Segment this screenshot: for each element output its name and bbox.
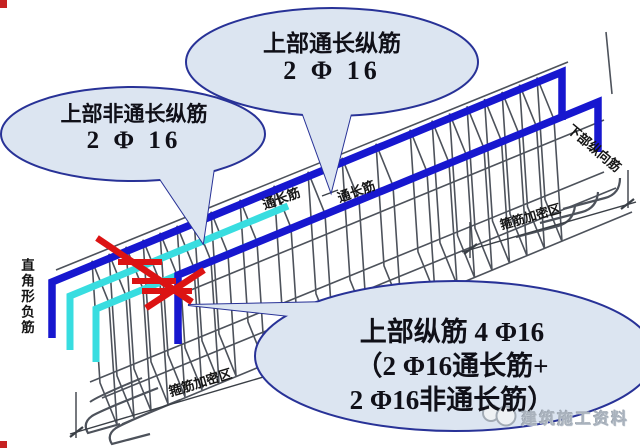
- dim-tick-right-a: [463, 243, 478, 255]
- cutoff-mark: [95, 235, 206, 311]
- dim-tick-right-b: [620, 198, 635, 210]
- stirrup: [518, 84, 546, 250]
- stirrup: [159, 232, 186, 398]
- bottom-hook-left-2: [108, 398, 181, 446]
- bottom-callout-bubble: [254, 280, 640, 432]
- non-through-bar-back: [66, 202, 290, 350]
- bottom-callout-line3: 2 Φ16非通长筋）: [349, 385, 555, 415]
- bottom-hook-right-2: [539, 191, 600, 225]
- through-bar-back: [48, 66, 566, 338]
- callout-bubbles: [0, 7, 640, 432]
- top-callout-line2: 2 Φ 16: [283, 56, 381, 85]
- stirrup: [536, 77, 563, 242]
- top-back-rail: [55, 61, 569, 271]
- stirrup: [466, 105, 493, 271]
- bottom-back-rail: [89, 171, 605, 383]
- corner-mark-top-left: [0, 0, 7, 8]
- watermark-text: 建筑施工资料: [521, 411, 630, 428]
- stirrup: [409, 129, 436, 295]
- dim-line-right: [461, 201, 637, 253]
- through-bars: [48, 66, 602, 344]
- top-callout-tail-fill: [302, 110, 352, 192]
- left-callout-bubble: [0, 86, 266, 182]
- bottom-hook-left-3: [89, 377, 143, 403]
- stirrup: [483, 98, 511, 264]
- stirrup: [431, 120, 458, 286]
- stirrup: [108, 253, 135, 419]
- top-right-stub: [605, 31, 613, 95]
- bottom-hook-right-1: [515, 205, 577, 239]
- bottom-hook-right-3: [562, 177, 622, 211]
- stirrup: [501, 91, 528, 257]
- bottom-callout-line2: （2 Φ16通长筋+: [355, 351, 549, 381]
- stirrup: [210, 211, 237, 377]
- corner-mark-bottom-left: [0, 441, 7, 448]
- top-callout-line1: 上部通长纵筋: [263, 31, 401, 56]
- through-bar-front: [174, 96, 602, 344]
- watermark-logo: [482, 404, 517, 427]
- stirrup: [448, 113, 476, 278]
- stirrup: [193, 218, 220, 384]
- stirrup: [176, 225, 203, 391]
- left-callout-tail-fill: [158, 168, 214, 243]
- left-callout-line2: 2 Φ 16: [86, 127, 182, 154]
- logo-circle-large: [495, 405, 517, 427]
- bottom-callout-line1: 上部纵筋 4 Φ16: [359, 317, 545, 347]
- left-callout-line1: 上部非通长纵筋: [60, 102, 208, 126]
- bottom-callout-tail-fill: [188, 302, 332, 318]
- dim-tick-left-a: [69, 426, 84, 438]
- through-bar-leader-line: [321, 189, 339, 197]
- right-angle-negative-bar-label: 直角形负筋: [19, 258, 34, 336]
